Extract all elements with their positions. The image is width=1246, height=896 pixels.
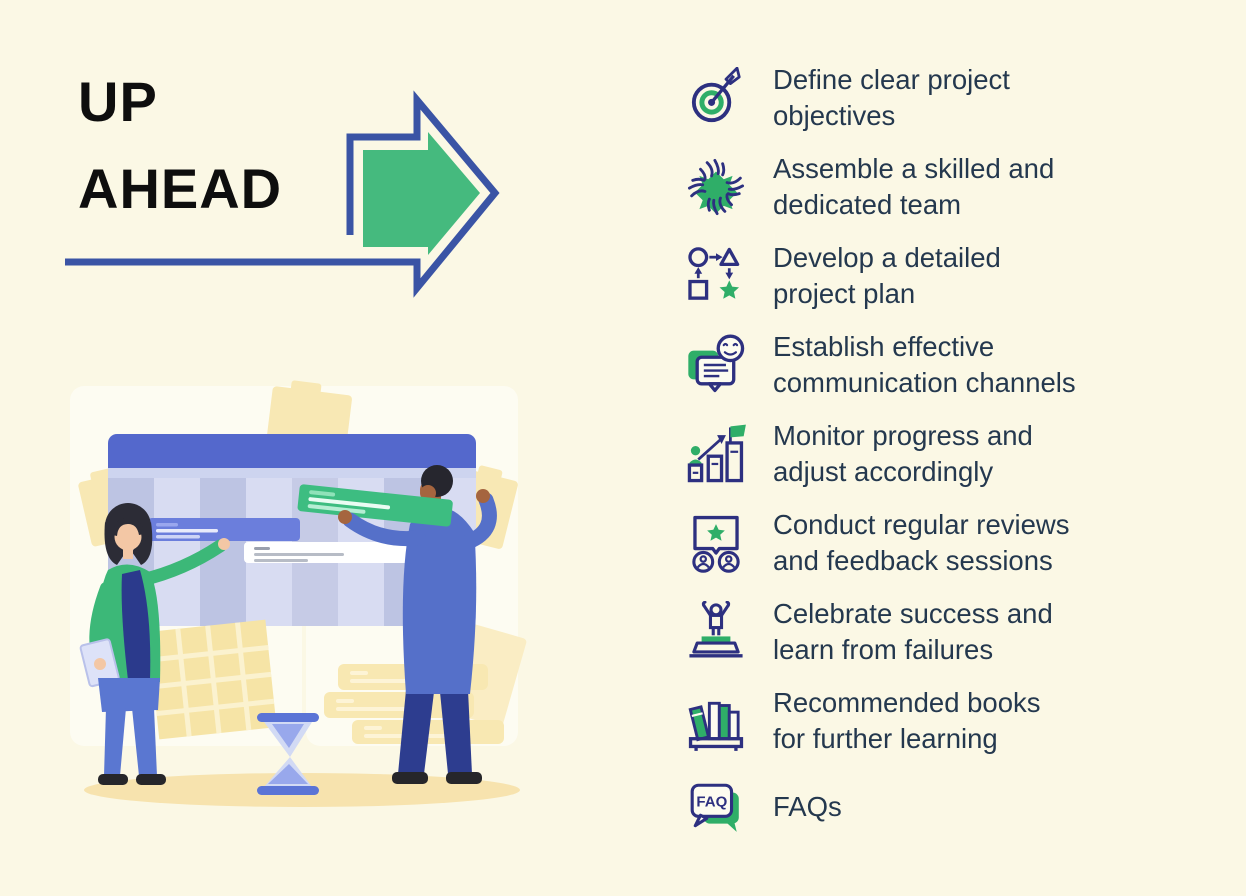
blue-task-card [148, 518, 300, 541]
title-line-1: UP [78, 70, 158, 133]
item-label: dedicated team [773, 189, 962, 220]
list-item: FAQ FAQs [683, 774, 1223, 840]
man-placing-card [297, 465, 497, 784]
review-screen-icon [683, 510, 749, 576]
item-label: and feedback sessions [773, 545, 1053, 576]
list-item: Conduct regular reviews and feedback ses… [683, 507, 1223, 579]
item-label: objectives [773, 100, 896, 131]
item-label: communication channels [773, 367, 1076, 398]
item-label: project plan [773, 278, 916, 309]
list-item: Establish effective communication channe… [683, 329, 1223, 401]
title-line-2: AHEAD [78, 157, 283, 220]
item-label: Conduct regular reviews [773, 509, 1070, 540]
list-item: Define clear project objectives [683, 62, 1223, 134]
item-label: Celebrate success and [773, 598, 1053, 629]
list-item: Recommended books for further learning [683, 685, 1223, 757]
team-planning-board-illustration [70, 380, 527, 807]
list-item: Develop a detailed project plan [683, 240, 1223, 312]
list-item: Monitor progress and adjust accordingly [683, 418, 1223, 490]
item-label: learn from failures [773, 634, 994, 665]
item-label: Monitor progress and [773, 420, 1033, 451]
item-label: Recommended books [773, 687, 1041, 718]
item-label: for further learning [773, 723, 998, 754]
board-header [108, 434, 476, 468]
item-label: Establish effective [773, 331, 995, 362]
hourglass [257, 713, 319, 795]
celebrate-podium-icon [683, 599, 749, 665]
faq-bubble-icon: FAQ [683, 774, 749, 840]
books-shelf-icon [683, 688, 749, 754]
right-arrow-icon [65, 90, 500, 298]
page-title: UP AHEAD [78, 58, 282, 232]
item-label: Assemble a skilled and [773, 153, 1055, 184]
item-label: Develop a detailed [773, 242, 1001, 273]
item-label: Define clear project [773, 64, 1010, 95]
checklist: Define clear project objectives Assemble… [683, 62, 1223, 857]
green-task-card [297, 484, 453, 527]
folder-note [266, 380, 352, 449]
item-label: adjust accordingly [773, 456, 994, 487]
list-item: Assemble a skilled and dedicated team [683, 151, 1223, 223]
team-hands-icon [683, 154, 749, 220]
calendar-grid-note [148, 619, 277, 740]
target-dart-icon [683, 65, 749, 131]
faq-icon-text: FAQ [696, 793, 727, 810]
woman-with-tablet [79, 503, 230, 785]
white-task-card [244, 542, 444, 563]
board-subheader [108, 468, 476, 478]
arrow-fill [363, 132, 480, 255]
list-item: Celebrate success and learn from failure… [683, 596, 1223, 668]
arrow-outline [65, 90, 500, 298]
chat-smiley-icon [683, 332, 749, 398]
progress-chart-icon [683, 421, 749, 487]
flowchart-icon [683, 243, 749, 309]
item-label: FAQs [773, 791, 842, 822]
